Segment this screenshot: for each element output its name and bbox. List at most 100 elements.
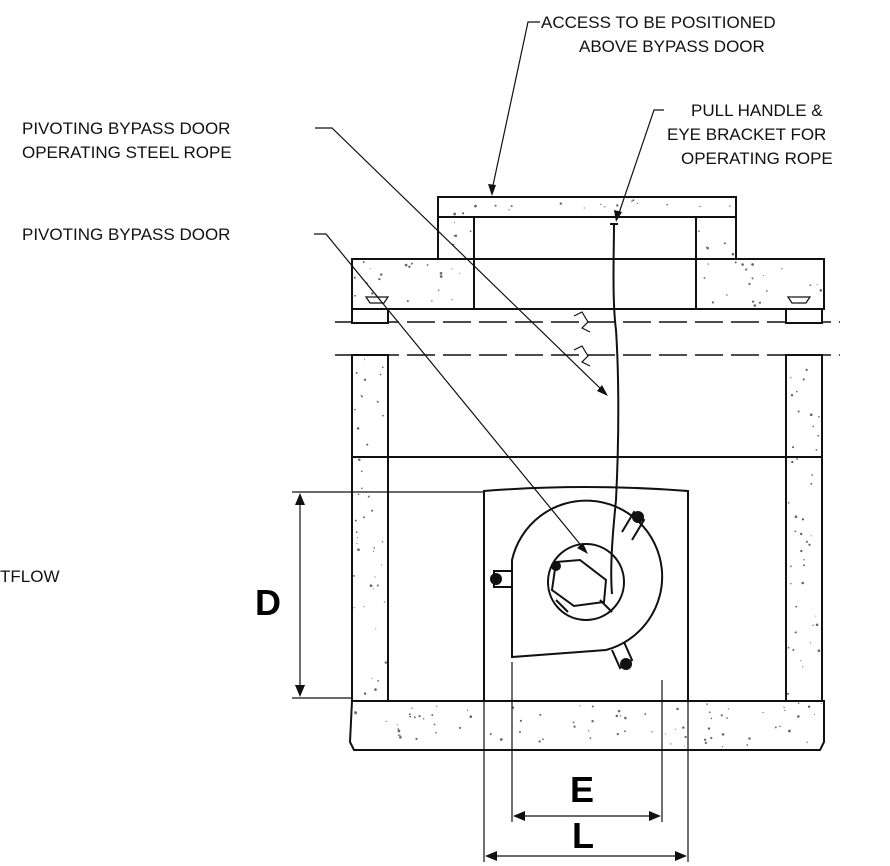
concrete-speck: [800, 549, 803, 553]
concrete-speck: [396, 724, 398, 726]
access-label-line2: ABOVE BYPASS DOOR: [579, 37, 765, 56]
concrete-speck: [676, 707, 679, 711]
concrete-speck: [619, 715, 622, 717]
concrete-speck: [745, 268, 748, 271]
concrete-speck: [439, 275, 443, 278]
concrete-speck: [426, 264, 429, 266]
concrete-speck: [369, 584, 373, 588]
concrete-speck: [624, 730, 626, 733]
concrete-speck: [372, 550, 375, 552]
concrete-speck: [797, 715, 800, 718]
concrete-speck: [383, 601, 386, 603]
handle-label-line3: OPERATING ROPE: [681, 149, 833, 168]
concrete-speck: [801, 581, 804, 585]
concrete-speck: [373, 588, 375, 590]
break-lines: [335, 311, 840, 367]
concrete-speck: [366, 443, 369, 446]
concrete-speck: [703, 738, 707, 741]
concrete-speck: [797, 702, 800, 704]
concrete-speck: [411, 707, 413, 709]
concrete-speck: [706, 703, 708, 705]
concrete-speck: [604, 206, 606, 208]
concrete-speck: [704, 741, 708, 745]
concrete-speck: [779, 725, 781, 728]
concrete-speck: [371, 509, 374, 512]
concrete-speck: [815, 449, 818, 451]
rope-label-line1: PIVOTING BYPASS DOOR: [22, 119, 230, 138]
concrete-speck: [801, 518, 805, 521]
concrete-speck: [385, 720, 387, 723]
concrete-speck: [751, 277, 754, 280]
concrete-speck: [466, 709, 469, 711]
concrete-speck: [397, 728, 400, 730]
concrete-speck: [820, 703, 822, 705]
concrete-speck: [381, 366, 384, 369]
concrete-speck: [397, 734, 400, 736]
concrete-speck: [373, 547, 375, 549]
concrete-speck: [751, 263, 754, 266]
concrete-speck: [356, 543, 358, 545]
concrete-speck: [812, 425, 815, 428]
concrete-speck: [731, 252, 735, 256]
concrete-speck: [572, 721, 575, 724]
concrete-speck: [363, 606, 365, 608]
concrete-speck: [542, 738, 544, 741]
concrete-speck: [819, 288, 823, 292]
concrete-speck: [489, 733, 492, 735]
concrete-speck: [699, 205, 701, 208]
concrete-speck: [384, 661, 387, 664]
concrete-speck: [410, 263, 413, 265]
concrete-speck: [631, 200, 633, 202]
concrete-speck: [354, 408, 356, 411]
concrete-speck: [589, 737, 592, 739]
dimension-e: [511, 662, 663, 822]
concrete-speck: [469, 230, 472, 233]
concrete-speck: [802, 666, 804, 668]
concrete-speck: [408, 265, 411, 269]
concrete-speck: [379, 373, 382, 376]
concrete-speck: [369, 268, 371, 270]
concrete-speck: [617, 709, 621, 713]
concrete-speck: [591, 719, 594, 723]
concrete-speck: [811, 474, 814, 476]
concrete-speck: [753, 304, 757, 307]
concrete-speck: [362, 261, 365, 263]
concrete-speck: [787, 502, 790, 504]
concrete-speck: [790, 393, 794, 397]
concrete-speck: [797, 410, 800, 413]
concrete-speck: [376, 400, 379, 403]
concrete-speck: [794, 515, 798, 519]
concrete-speck: [790, 376, 792, 379]
concrete-speck: [790, 582, 792, 585]
concrete-speck: [377, 680, 379, 682]
concrete-speck: [774, 726, 777, 729]
concrete-speck: [665, 733, 667, 735]
concrete-speck: [790, 296, 793, 298]
concrete-speck: [817, 649, 821, 653]
concrete-speck: [794, 530, 797, 533]
concrete-speck: [591, 705, 594, 708]
concrete-speck: [807, 705, 811, 708]
concrete-speck: [810, 482, 813, 485]
concrete-speck: [462, 213, 465, 215]
concrete-speck: [362, 516, 365, 519]
concrete-speck: [624, 716, 627, 720]
concrete-speck: [758, 301, 762, 304]
concrete-speck: [355, 372, 358, 374]
concrete-speck: [353, 574, 355, 577]
concrete-speck: [791, 460, 794, 464]
concrete-speck: [415, 737, 418, 741]
concrete-speck: [723, 242, 726, 245]
concrete-speck: [381, 564, 383, 566]
concrete-speck: [792, 446, 795, 449]
concrete-speck: [376, 584, 379, 587]
concrete-speck: [721, 746, 724, 748]
concrete-speck: [431, 300, 433, 302]
concrete-speck: [494, 204, 497, 207]
concrete-speck: [371, 292, 374, 295]
concrete-speck: [703, 277, 706, 279]
concrete-speck: [439, 271, 443, 275]
concrete-speck: [787, 692, 790, 695]
concrete-speck: [583, 207, 585, 209]
